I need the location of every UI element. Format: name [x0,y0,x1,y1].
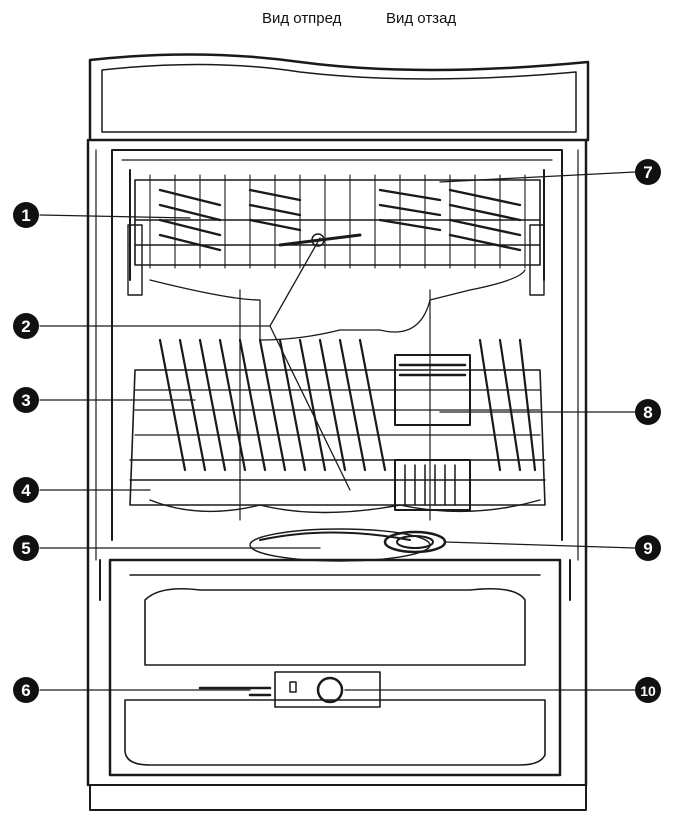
callout-1: 1 [13,202,39,228]
callout-10-label: 10 [640,683,656,699]
callout-9: 9 [635,535,661,561]
callout-4-label: 4 [21,481,31,500]
callout-7: 7 [635,159,661,185]
callout-8-label: 8 [643,403,652,422]
callout-4: 4 [13,477,39,503]
lower-rack [130,340,545,513]
callout-7-label: 7 [643,163,652,182]
upper-rack [128,170,544,295]
callout-2-label: 2 [21,317,30,336]
inner-tub [150,270,525,520]
callout-10: 10 [635,677,661,703]
callout-3-label: 3 [21,391,30,410]
filter [385,532,445,552]
callout-5-label: 5 [21,539,30,558]
rinse-aid-dispenser [200,688,270,695]
top-cover [90,54,588,140]
callout-6: 6 [13,677,39,703]
door [90,560,586,810]
callout-2: 2 [13,313,39,339]
callout-1-label: 1 [21,206,30,225]
callout-6-label: 6 [21,681,30,700]
callout-5: 5 [13,535,39,561]
cutlery-basket [395,355,470,510]
callout-8: 8 [635,399,661,425]
callout-3: 3 [13,387,39,413]
callout-9-label: 9 [643,539,652,558]
